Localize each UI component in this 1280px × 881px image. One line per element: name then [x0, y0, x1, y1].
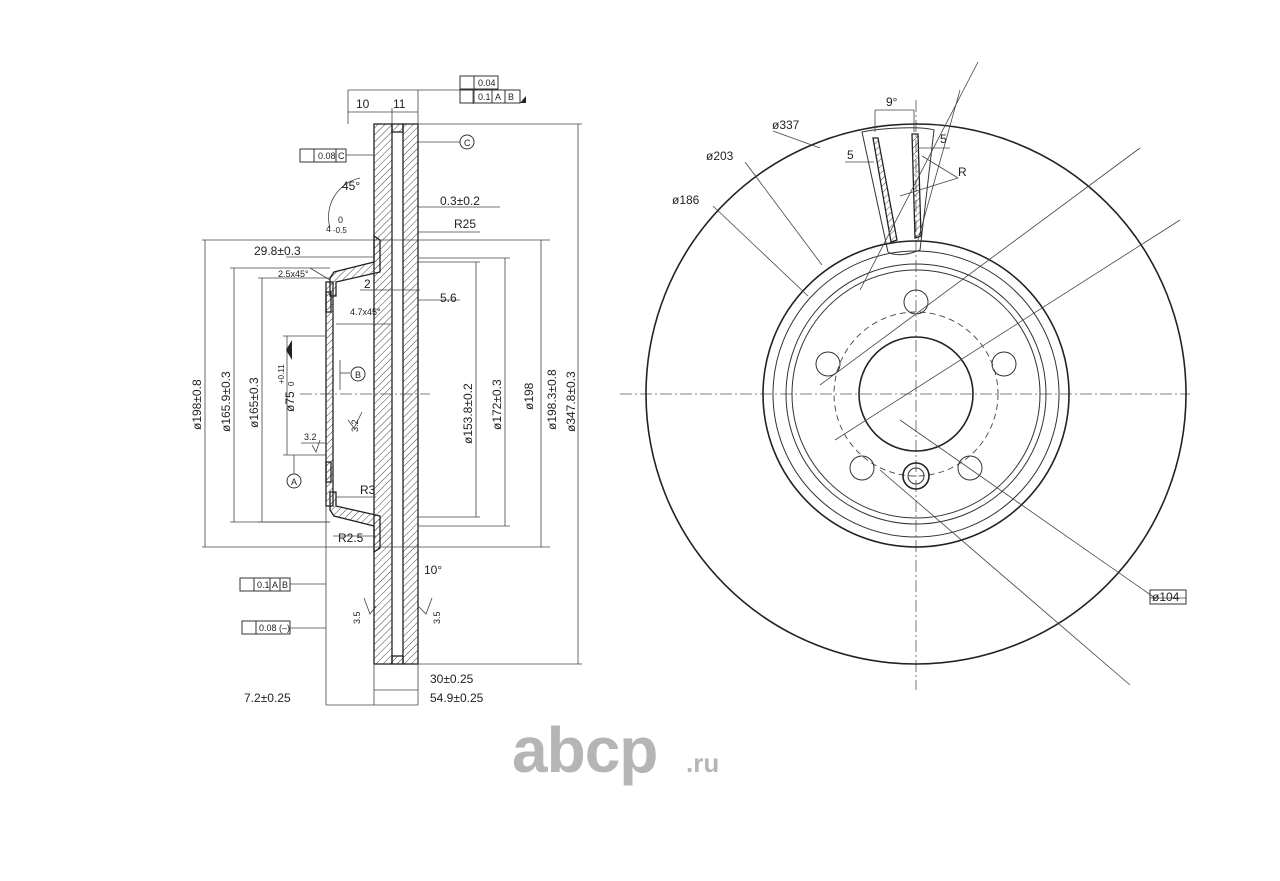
chamfer-tol: -0.5 — [333, 226, 347, 235]
flatness-frame-top — [459, 75, 499, 90]
dim-5-6: 5.6 — [440, 291, 457, 305]
bolt-hole-bottom-left — [849, 455, 875, 481]
locating-hole — [902, 462, 930, 490]
radius-3: R3 — [360, 483, 376, 497]
roughness-3-5-left: 3.5 — [352, 611, 362, 624]
watermark-brand: abcp — [512, 714, 657, 786]
runout-bottom-value: 0.1 — [257, 580, 270, 590]
dim-0-3: 0.3±0.2 — [440, 194, 480, 208]
dia-153-8: ø153.8±0.2 — [461, 383, 475, 444]
vent-radius-label: R — [958, 165, 967, 179]
bolt-hole-bottom-right — [957, 455, 983, 481]
dia-104-frame — [1149, 589, 1187, 605]
vent-slot-1 — [872, 137, 898, 243]
chamfer-top: 0 — [338, 215, 343, 225]
bolt-hole-left — [815, 351, 841, 377]
vent-width-right: 5 — [940, 132, 947, 146]
chamfer-angle: 45° — [342, 179, 360, 193]
flatness-bottom-value: 0.08 (–) — [259, 623, 290, 633]
runout-bottom-ref-b: B — [282, 580, 288, 590]
dim-30: 30±0.25 — [430, 672, 474, 686]
dia-198-0-8: ø198±0.8 — [190, 379, 204, 430]
datum-c-label: C — [464, 138, 471, 148]
chamfer-side: 4 — [326, 224, 331, 234]
radius-25: R25 — [454, 217, 476, 231]
datum-b-circle — [350, 366, 366, 382]
dia-198: ø198 — [522, 382, 536, 410]
dia-165-9: ø165.9±0.3 — [219, 371, 233, 432]
hat-section-top — [329, 234, 381, 297]
roughness-3-5-right: 3.5 — [432, 611, 442, 624]
width-11: 11 — [393, 97, 406, 111]
parallelism-frame — [299, 148, 347, 163]
roughness-3-2-right: 3.2 — [350, 419, 360, 432]
runout-top-ref-b: B — [508, 92, 514, 102]
runout-top-ref-a: A — [495, 92, 501, 102]
datum-b-label: B — [355, 370, 361, 380]
dim-2: 2 — [364, 277, 371, 291]
vent-slot-2 — [911, 133, 922, 239]
dia-104: ø104 — [1152, 590, 1180, 604]
vent-width-left: 5 — [847, 148, 854, 162]
runout-frame-bottom — [239, 577, 291, 592]
angle-10: 10° — [424, 563, 442, 577]
chamfer-4-7: 4.7x45° — [350, 307, 381, 317]
bolt-circle — [833, 311, 999, 477]
dia-75: ø75 — [283, 391, 297, 412]
runout-top-value: 0.1 — [478, 92, 491, 102]
dia-203: ø203 — [706, 149, 734, 163]
dia-198-3: ø198.3±0.8 — [545, 369, 559, 430]
dia-165: ø165±0.3 — [247, 377, 261, 428]
center-bore — [858, 336, 974, 452]
brand-watermark: abcp .ru — [512, 714, 719, 786]
parallelism-ref: C — [338, 151, 345, 161]
datum-a-label: A — [291, 477, 297, 487]
friction-inner-edge — [762, 240, 1070, 548]
flatness-frame-bottom — [241, 620, 291, 635]
disc-outer-edge — [645, 123, 1187, 665]
dim-54-9: 54.9±0.25 — [430, 691, 484, 705]
chamfer-2-5: 2.5x45° — [278, 269, 309, 279]
parallelism-value: 0.08 — [318, 151, 336, 161]
dia-172: ø172±0.3 — [490, 379, 504, 430]
hat-inner-edge — [791, 269, 1041, 519]
section-view: 10 11 0.04 0.1 A B 0.08 C C 45° 0 4 -0.5… — [190, 75, 582, 706]
dim-7-2: 7.2±0.25 — [244, 691, 291, 705]
runout-frame-top — [459, 89, 521, 104]
front-view: 9° 5 5 R ø337 ø203 ø186 ø104 — [620, 61, 1190, 690]
hat-step — [785, 263, 1047, 525]
dia-75-tol-lo: 0 — [287, 381, 296, 386]
flatness-top-value: 0.04 — [478, 78, 496, 88]
bolt-hole-right — [991, 351, 1017, 377]
dia-186: ø186 — [672, 193, 700, 207]
radius-2-5: R2.5 — [338, 531, 364, 545]
watermark-tld: .ru — [686, 748, 719, 778]
angle-9: 9° — [886, 95, 898, 109]
dia-337: ø337 — [772, 118, 800, 132]
runout-bottom-ref-a: A — [272, 580, 278, 590]
dia-347-8: ø347.8±0.3 — [564, 371, 578, 432]
roughness-3-2-left: 3.2 — [304, 432, 317, 442]
dia-75-tol-up: +0.11 — [277, 364, 286, 384]
datum-c-circle — [459, 134, 475, 150]
dim-29-8: 29.8±0.3 — [254, 244, 301, 258]
width-10: 10 — [356, 97, 370, 111]
vent-slot-cutaway — [861, 127, 935, 256]
